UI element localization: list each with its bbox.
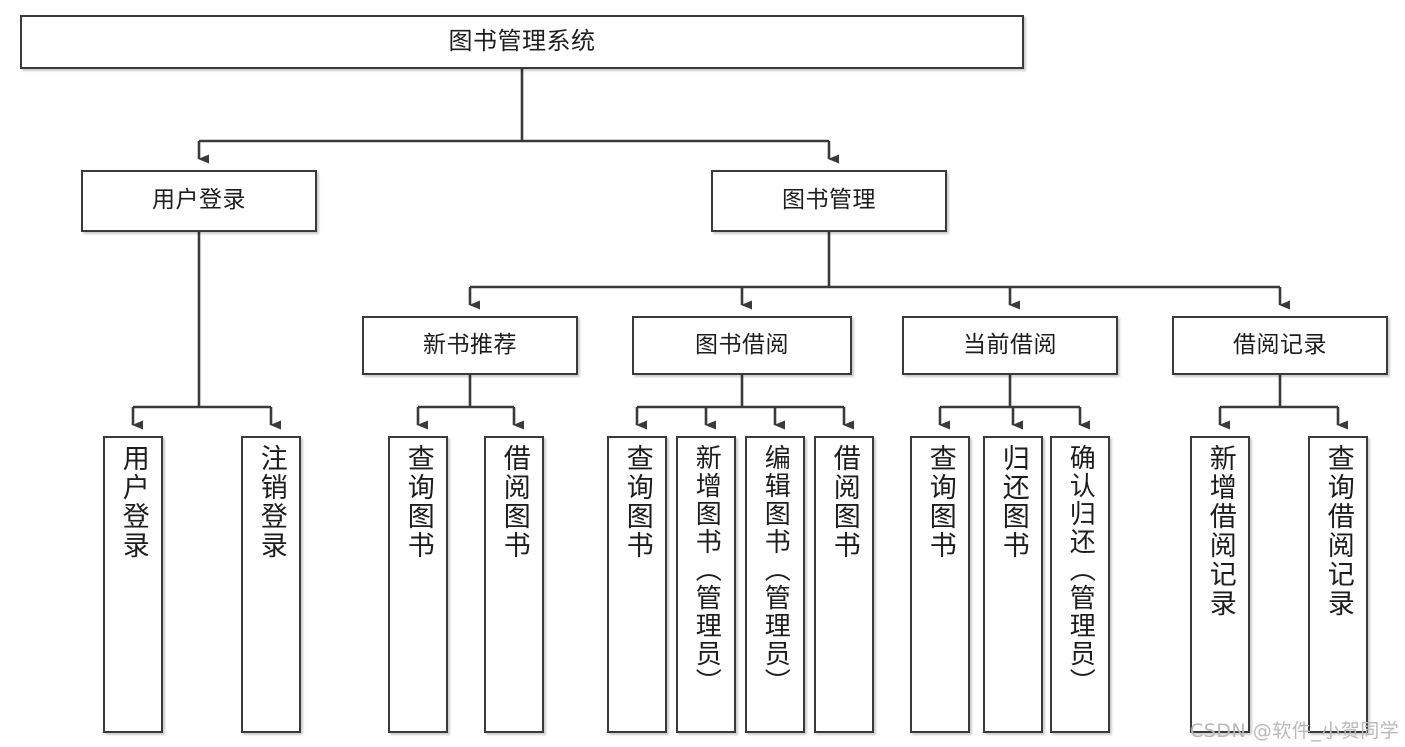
node-current-borrow[interactable]: 当前借阅 [902,316,1118,375]
node-label: 图书借阅 [695,331,789,358]
node-label: 图书管理系统 [448,27,596,56]
node-label: 当前借阅 [963,331,1057,358]
node-label: 用户登录 [152,187,246,214]
node-label: 查询图书 [621,444,653,560]
node-leaf-query-borrow-record[interactable]: 查询借阅记录 [1308,436,1368,733]
node-label: 查询借阅记录 [1322,444,1354,618]
node-new-book-recommend[interactable]: 新书推荐 [362,316,578,375]
node-leaf-user-login[interactable]: 用户登录 [103,436,163,733]
node-leaf-add-borrow-record[interactable]: 新增借阅记录 [1190,436,1250,733]
node-leaf-borrow-book[interactable]: 借阅图书 [814,436,874,733]
node-book-borrow[interactable]: 图书借阅 [632,316,852,375]
node-user-login[interactable]: 用户登录 [81,170,317,232]
node-label: 借阅记录 [1233,331,1327,358]
node-leaf-query-book-rec[interactable]: 查询图书 [388,436,448,733]
node-leaf-query-book-current[interactable]: 查询图书 [910,436,970,733]
node-root[interactable]: 图书管理系统 [20,15,1024,69]
node-book-management[interactable]: 图书管理 [711,170,947,232]
node-label: 用户登录 [117,444,149,560]
node-borrow-record[interactable]: 借阅记录 [1172,316,1388,375]
node-label: 借阅图书 [828,444,860,560]
node-leaf-confirm-return[interactable]: 确认归还（管理员） [1050,436,1110,733]
watermark-text: CSDN @软件_小贺同学 [1190,720,1400,742]
node-label: 图书管理 [782,187,876,214]
node-leaf-return-book[interactable]: 归还图书 [983,436,1043,733]
node-leaf-add-book[interactable]: 新增图书（管理员） [676,436,736,733]
node-label: 归还图书 [997,444,1029,560]
node-label: 编辑图书（管理员） [760,444,791,696]
node-label: 新增图书（管理员） [691,444,722,696]
node-leaf-query-book-borrow[interactable]: 查询图书 [607,436,667,733]
node-leaf-logout[interactable]: 注销登录 [241,436,301,733]
node-label: 确认归还（管理员） [1065,444,1096,696]
node-leaf-borrow-book-rec[interactable]: 借阅图书 [484,436,544,733]
node-label: 注销登录 [255,444,287,560]
node-label: 借阅图书 [498,444,530,560]
node-leaf-edit-book[interactable]: 编辑图书（管理员） [745,436,805,733]
node-label: 查询图书 [924,444,956,560]
node-label: 新书推荐 [423,331,517,358]
node-label: 查询图书 [402,444,434,560]
node-label: 新增借阅记录 [1204,444,1236,618]
